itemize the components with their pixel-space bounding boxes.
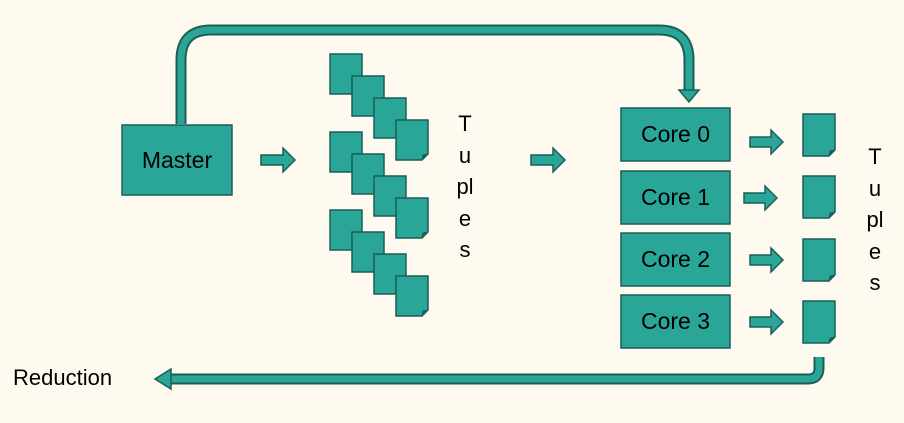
reduction-label: Reduction — [13, 365, 113, 390]
tuple-doc — [395, 197, 429, 239]
core-3-label: Core 3 — [640, 308, 711, 334]
core-2-label: Core 2 — [640, 246, 711, 272]
arrow-core-2 — [749, 246, 785, 274]
output-doc-3 — [802, 300, 836, 344]
core-1-label: Core 1 — [640, 184, 711, 210]
feedback-arrow — [175, 24, 695, 124]
core-1-box — [620, 170, 731, 225]
arrow-core-3 — [749, 308, 785, 336]
tuple-doc — [395, 275, 429, 317]
arrow-core-1 — [743, 184, 779, 212]
tuples-label-right: Tuples — [866, 144, 884, 295]
output-doc-1 — [802, 175, 836, 219]
core-3-box — [620, 294, 731, 349]
tuples-label-left: Tuples — [456, 111, 474, 262]
feedback-arrow-head — [677, 89, 701, 104]
core-0-box — [620, 107, 731, 162]
master-label: Master — [141, 146, 213, 173]
master-box — [121, 124, 233, 196]
arrow-core-0 — [749, 128, 785, 156]
arrow-tuples-to-cores — [530, 146, 567, 174]
reduction-arrow-head — [153, 367, 172, 391]
core-0-label: Core 0 — [640, 121, 711, 147]
output-doc-2 — [802, 238, 836, 282]
output-doc-0 — [802, 113, 836, 157]
core-2-box — [620, 232, 731, 287]
arrow-master-to-tuples — [260, 146, 297, 174]
tuple-stack — [329, 53, 429, 317]
tuple-doc — [395, 119, 429, 161]
